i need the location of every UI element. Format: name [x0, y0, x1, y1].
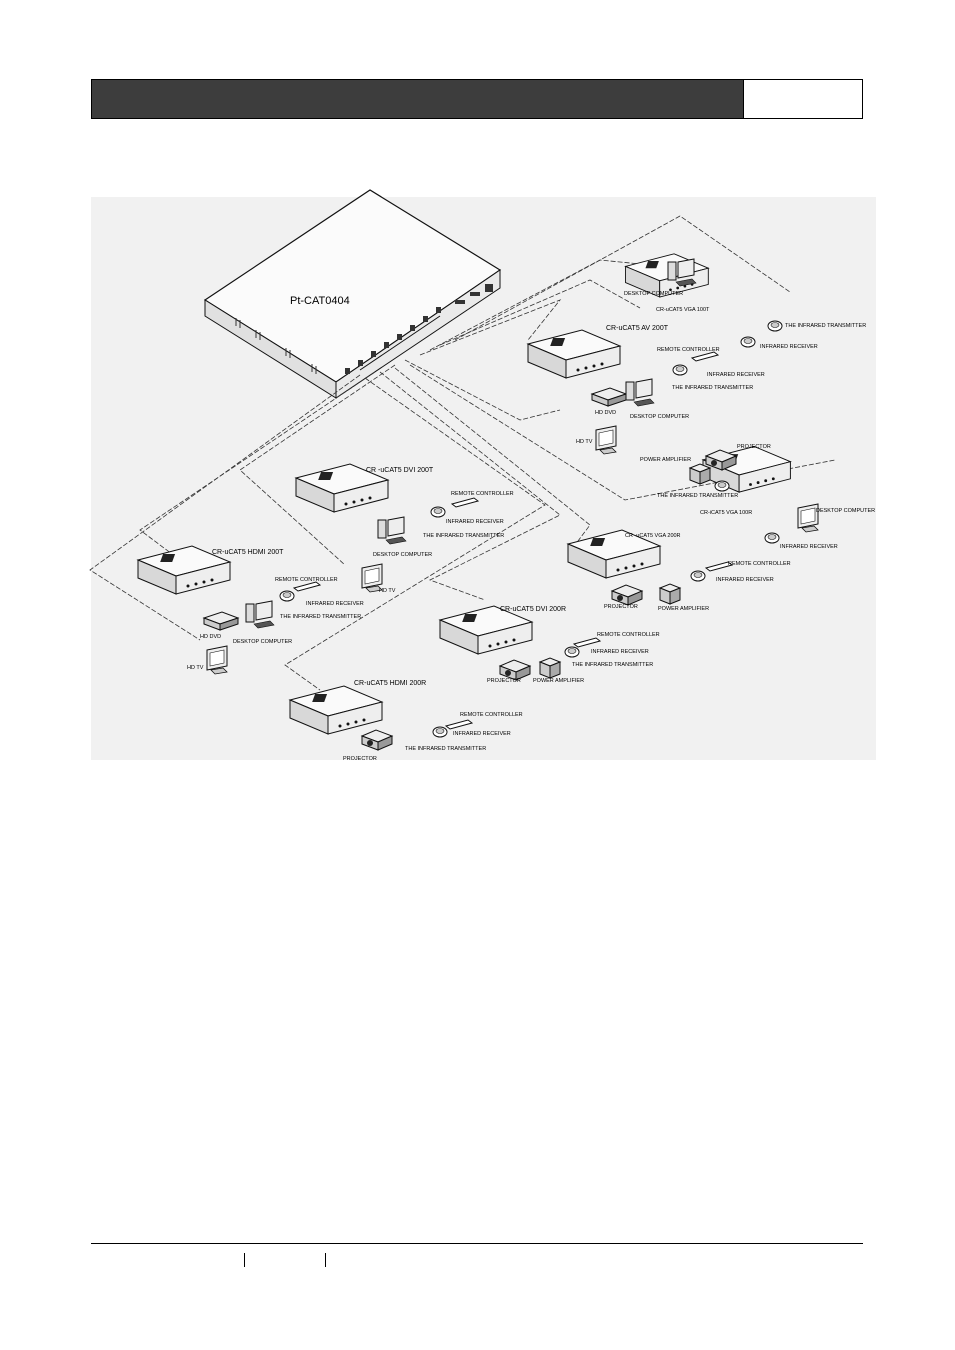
- label-power-amplifier-1: POWER AMPLIFIER: [640, 457, 691, 463]
- label-dvi200t: CR -uCAT5 DVI 200T: [366, 467, 434, 474]
- unit-dvi200r: CR-uCAT5 DVI 200R REMOTE CONTROLLER INFR…: [439, 605, 660, 684]
- label-remote-controller-6: REMOTE CONTROLLER: [460, 712, 523, 718]
- label-ir-transmitter-4: THE INFRARED TRANSMITTER: [280, 614, 361, 620]
- label-desktop-computer-3: DESKTOP COMPUTER: [373, 552, 432, 558]
- unit-hdmi200r: CR-uCAT5 HDMI 200R REMOTE CONTROLLER INF…: [289, 680, 523, 762]
- label-remote-controller-3: REMOTE CONTROLLER: [275, 577, 338, 583]
- label-hdmi200r: CR-uCAT5 HDMI 200R: [354, 680, 426, 687]
- unit-vga100r: PROJECTOR POWER AMPLIFIER THE INFRARED T…: [640, 444, 875, 550]
- label-hd-tv-2: HD TV: [379, 588, 396, 594]
- label-remote-controller-5: REMOTE CONTROLLER: [597, 632, 660, 638]
- label-vga200r: CR -uCAT5 VGA 200R: [625, 533, 681, 539]
- label-ir-receiver-5: INFRARED RECEIVER: [780, 544, 838, 550]
- unit-av200t: CR-uCAT5 AV 200T REMOTE CONTROLLER INFRA…: [527, 325, 765, 455]
- label-remote-controller-4: REMOTE CONTROLLER: [728, 561, 791, 567]
- label-ir-receiver-1: INFRARED RECEIVER: [760, 344, 818, 350]
- label-projector-3: PROJECTOR: [487, 678, 521, 684]
- label-desktop-computer-1: DESKTOP COMPUTER: [624, 291, 683, 297]
- label-hdmi200t: CR-uCAT5 HDMI 200T: [212, 549, 284, 556]
- label-vga100t: CR-uCAT5 VGA 100T: [656, 307, 710, 313]
- label-desktop-computer-2: DESKTOP COMPUTER: [630, 414, 689, 420]
- unit-vga100t: CR-uCAT5 VGA 100T DESKTOP COMPUTER THE I…: [624, 253, 866, 350]
- label-ir-transmitter-2: THE INFRARED TRANSMITTER: [672, 385, 753, 391]
- label-ir-transmitter-6: THE INFRARED TRANSMITTER: [572, 662, 653, 668]
- label-remote-controller-2: REMOTE CONTROLLER: [451, 491, 514, 497]
- label-ir-receiver-4: INFRARED RECEIVER: [306, 601, 364, 607]
- label-ir-transmitter-3: THE INFRARED TRANSMITTER: [423, 533, 504, 539]
- label-power-amplifier-3: POWER AMPLIFIER: [533, 678, 584, 684]
- label-ir-receiver-6: INFRARED RECEIVER: [716, 577, 774, 583]
- label-projector-4: PROJECTOR: [343, 756, 377, 762]
- main-unit-label: Pt-CAT0404: [290, 295, 350, 307]
- label-hd-dvd-1: HD DVD: [595, 410, 616, 416]
- label-power-amplifier-2: POWER AMPLIFIER: [658, 606, 709, 612]
- label-vga100r: CR-iCAT5 VGA 100R: [700, 510, 752, 516]
- label-ir-receiver-8: INFRARED RECEIVER: [453, 731, 511, 737]
- unit-vga200r: CR -uCAT5 VGA 200R REMOTE CONTROLLER INF…: [567, 529, 791, 612]
- label-ir-receiver-7: INFRARED RECEIVER: [591, 649, 649, 655]
- unit-hdmi200t: CR-uCAT5 HDMI 200T REMOTE CONTROLLER INF…: [137, 545, 364, 675]
- unit-dvi200t: CR -uCAT5 DVI 200T REMOTE CONTROLLER INF…: [295, 463, 514, 594]
- label-projector-2: PROJECTOR: [604, 604, 638, 610]
- label-hd-tv-1: HD TV: [576, 439, 593, 445]
- main-unit: Pt-CAT0404: [203, 189, 502, 399]
- header-bar: [91, 79, 745, 119]
- label-dvi200r: CR-uCAT5 DVI 200R: [500, 606, 566, 613]
- label-ir-transmitter-5: THE INFRARED TRANSMITTER: [657, 493, 738, 499]
- label-ir-receiver-3: INFRARED RECEIVER: [446, 519, 504, 525]
- label-ir-transmitter-1: THE INFRARED TRANSMITTER: [785, 323, 866, 329]
- label-av200t: CR-uCAT5 AV 200T: [606, 325, 669, 332]
- footer-rule: [91, 1243, 863, 1244]
- label-hd-dvd-2: HD DVD: [200, 634, 221, 640]
- label-desktop-computer-5: DESKTOP COMPUTER: [816, 508, 875, 514]
- label-projector-1: PROJECTOR: [737, 444, 771, 450]
- label-desktop-computer-4: DESKTOP COMPUTER: [233, 639, 292, 645]
- footer-separator-2: [325, 1253, 326, 1267]
- label-remote-controller-1: REMOTE CONTROLLER: [657, 347, 720, 353]
- footer-separator-1: [244, 1253, 245, 1267]
- label-hd-tv-3: HD TV: [187, 665, 204, 671]
- label-ir-receiver-2: INFRARED RECEIVER: [707, 372, 765, 378]
- label-ir-transmitter-7: THE INFRARED TRANSMITTER: [405, 746, 486, 752]
- header-page-box: [743, 79, 863, 119]
